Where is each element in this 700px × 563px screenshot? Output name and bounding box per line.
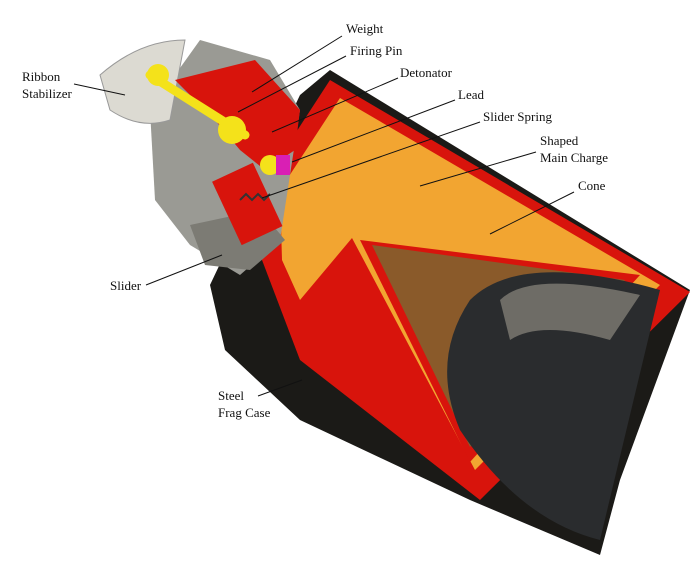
fuze-red-block [212, 162, 283, 246]
label-detonator: Detonator [400, 65, 452, 80]
label-cone: Cone [578, 178, 606, 193]
label-steel-line2: Frag Case [218, 405, 271, 420]
cavity-highlight [500, 283, 640, 340]
label-weight: Weight [346, 21, 384, 36]
label-ribbon-line2: Stabilizer [22, 86, 72, 101]
lead [276, 155, 290, 175]
label-slider-spring: Slider Spring [483, 109, 552, 124]
weight [147, 64, 169, 86]
detonator [218, 116, 246, 144]
label-steel-line1: Steel [218, 388, 244, 403]
label-shaped-line2: Main Charge [540, 150, 608, 165]
cavity [447, 272, 660, 540]
label-lead: Lead [458, 87, 484, 102]
leader-lines [73, 35, 575, 397]
slider-spring [239, 192, 271, 202]
slider-yellow [260, 155, 280, 175]
fuze-red-parts [175, 60, 300, 170]
label-shaped-main-charge: Shaped Main Charge [540, 132, 608, 166]
label-steel-frag-case: Steel Frag Case [218, 387, 270, 421]
label-ribbon-line1: Ribbon [22, 69, 61, 84]
label-firing-pin: Firing Pin [350, 43, 403, 58]
label-slider: Slider [110, 278, 142, 293]
label-shaped-line1: Shaped [540, 133, 579, 148]
label-ribbon-stabilizer: Ribbon Stabilizer [22, 68, 72, 102]
